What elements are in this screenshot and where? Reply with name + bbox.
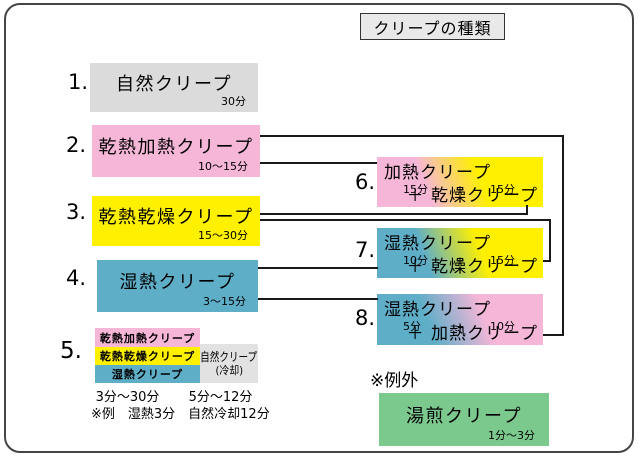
- stack-right-time: 5分～12分: [188, 390, 253, 405]
- combo7-bottom-label: ＋ 乾燥クリープ: [406, 257, 538, 277]
- exception-heading: ※例外: [370, 371, 419, 391]
- combo7-time2: 15分: [490, 254, 515, 267]
- connector-4-to-8: [258, 298, 378, 300]
- combo8-top-label: 湿熱クリープ: [384, 300, 491, 320]
- combo8-time2: 10分: [490, 320, 515, 333]
- item-number-8: 8.: [355, 306, 376, 330]
- combo6-time2: 15分: [490, 183, 515, 196]
- connector-3-to-7-vertical: [549, 219, 551, 262]
- stack-example-note: ※例 湿熱3分 自然冷却12分: [91, 407, 270, 422]
- box-hot-water-creep: 湯煎クリープ 1分～3分: [379, 393, 549, 446]
- box-natural-creep-label: 自然クリープ: [116, 73, 232, 95]
- outer-border: [4, 3, 634, 453]
- combo8-time1: 5分: [403, 320, 421, 333]
- combo7-time1: 10分: [403, 254, 428, 267]
- connector-3-to-7: [260, 219, 551, 221]
- combo6-plus: +: [455, 183, 465, 196]
- stack-cooling-box: 自然クリープ (冷却): [200, 344, 258, 383]
- box-heat-plus-drying-creep: 加熱クリープ 15分 + 15分 ＋ 乾燥クリープ: [377, 157, 543, 207]
- combo6-time1: 15分: [403, 183, 428, 196]
- item-number-6: 6.: [355, 170, 376, 194]
- box-natural-creep-time: 30分: [221, 95, 246, 108]
- box-moist-plus-drying-creep: 湿熱クリープ 10分 + 15分 ＋ 乾燥クリープ: [377, 228, 543, 278]
- connector-3-to-6-vertical: [526, 205, 528, 215]
- box-dry-drying-creep: 乾熱乾燥クリープ 15～30分: [92, 196, 260, 246]
- stack-row-moist-heat: 湿熱クリープ: [95, 365, 200, 383]
- stack-cooling-label: 自然クリープ: [200, 349, 258, 364]
- connector-3-to-6: [260, 213, 528, 215]
- box-dry-drying-creep-time: 15～30分: [198, 229, 248, 242]
- combo7-plus: +: [455, 254, 465, 267]
- item-number-7: 7.: [355, 238, 376, 262]
- box-moist-heat-creep-time: 3～15分: [203, 295, 246, 308]
- item-number-1: 1.: [68, 70, 89, 94]
- connector-2-to-8-end: [543, 334, 564, 336]
- box-hot-water-creep-label: 湯煎クリープ: [406, 405, 522, 427]
- box-dry-heat-creep-label: 乾熱加熱クリープ: [98, 137, 254, 158]
- connector-2-to-8-vertical: [562, 135, 564, 336]
- connector-3-to-7-end: [543, 260, 551, 262]
- diagram-title: クリープの種類: [360, 13, 505, 40]
- connector-2-to-8-top: [260, 135, 564, 137]
- box-moist-plus-heat-creep: 湿熱クリープ 5分 + 10分 ＋ 加熱クリープ: [377, 294, 543, 345]
- box-dry-drying-creep-label: 乾熱乾燥クリープ: [98, 207, 254, 228]
- stack-left-time: 3分～30分: [95, 390, 160, 405]
- box-dry-heat-creep: 乾熱加熱クリープ 10～15分: [92, 125, 260, 177]
- stack-row-dry-drying: 乾熱乾燥クリープ: [95, 347, 200, 365]
- box-hot-water-creep-time: 1分～3分: [488, 429, 535, 442]
- item-number-2: 2.: [66, 133, 87, 157]
- item-number-5: 5.: [60, 338, 82, 364]
- combo8-plus: +: [455, 320, 465, 333]
- item-number-3: 3.: [66, 200, 87, 224]
- combo7-top-label: 湿熱クリープ: [384, 234, 491, 254]
- connector-4-to-7: [258, 267, 378, 269]
- box-dry-heat-creep-time: 10～15分: [198, 160, 248, 173]
- stack-row-dry-heat: 乾熱加熱クリープ: [95, 328, 200, 347]
- connector-2-to-6: [260, 162, 377, 164]
- stack-cooling-sub: (冷却): [215, 364, 243, 378]
- box-moist-heat-creep-label: 湿熱クリープ: [119, 272, 236, 293]
- item-number-4: 4.: [66, 266, 87, 290]
- box-natural-creep: 自然クリープ 30分: [90, 63, 258, 112]
- combo8-bottom-label: ＋ 加熱クリープ: [406, 324, 538, 344]
- combo6-top-label: 加熱クリープ: [384, 163, 491, 183]
- combo6-bottom-label: ＋ 乾燥クリープ: [406, 186, 538, 206]
- box-moist-heat-creep: 湿熱クリープ 3～15分: [97, 260, 258, 312]
